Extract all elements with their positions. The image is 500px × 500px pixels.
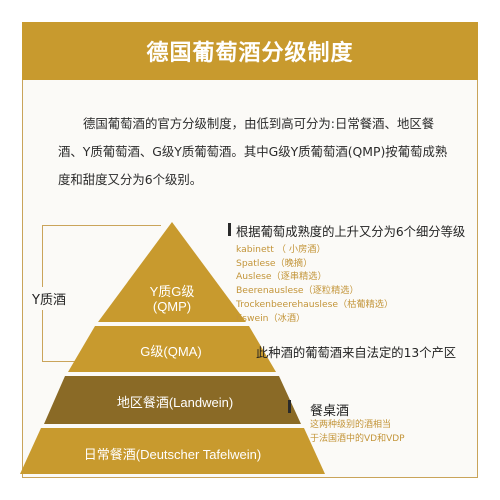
qmp-subgrade-item: Auslese（逐串精选）: [236, 271, 327, 283]
intro-paragraph: 德国葡萄酒的官方分级制度，由低到高可分为:日常餐酒、地区餐酒、Y质葡萄酒、G级Y…: [58, 116, 448, 187]
pyramid-level-2: [68, 326, 276, 372]
table-wine-note-line-2: 于法国酒中的VD和VDP: [310, 434, 405, 444]
qmp-note-marker: [228, 223, 231, 236]
pyramid-top: [98, 222, 246, 322]
qmp-note-heading: 根据葡萄成熟度的上升又分为6个细分等级: [236, 225, 466, 239]
qmp-subgrade-item: kabinett （ 小房酒）: [236, 244, 326, 255]
pyramid-top-label-1: Y质G级: [149, 284, 195, 299]
pyramid-level-3: [44, 376, 301, 424]
qmp-subgrade-item: tiswein（冰酒）: [236, 312, 306, 324]
page-title: 德国葡萄酒分级制度: [146, 41, 354, 66]
pyramid-level-2-label: G级(QMA): [140, 344, 202, 359]
qmp-subgrade-list: kabinett （ 小房酒） Spatlese（晚摘） Auslese（逐串精…: [236, 243, 393, 325]
pyramid-top-label-2: (QMP): [152, 299, 192, 314]
table-wine-marker: [288, 400, 291, 413]
table-wine-heading: 餐桌酒: [310, 404, 350, 419]
title-banner: 德国葡萄酒分级制度: [22, 22, 478, 80]
qma-note: 此种酒的葡萄酒来自法定的13个产区: [256, 346, 457, 360]
pyramid-level-4: [20, 428, 325, 474]
qmp-subgrade-item: Beerenauslese（逐粒精选）: [236, 285, 359, 297]
pyramid-level-3-label: 地区餐酒(Landwein): [116, 395, 234, 410]
left-label: Y质酒: [32, 287, 66, 310]
qmp-subgrade-item: Spatlese（晚摘）: [236, 257, 313, 269]
pyramid-level-4-label: 日常餐酒(Deutscher Tafelwein): [83, 447, 262, 462]
qmp-subgrade-item: Trockenbeerehauslese（枯葡精选）: [236, 298, 394, 310]
table-wine-note-line-1: 这两种级别的酒相当: [310, 420, 392, 430]
